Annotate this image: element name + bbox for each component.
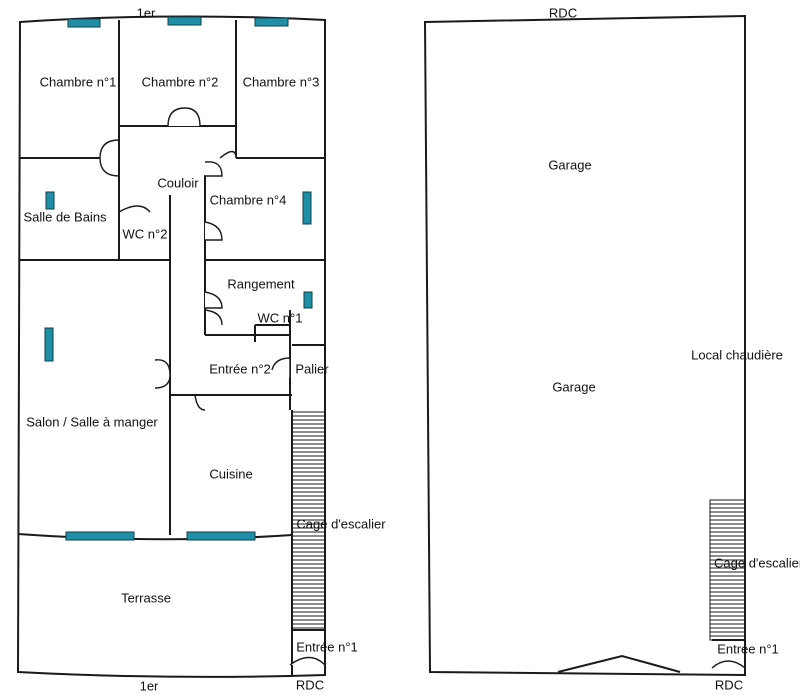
floor-rdc-top-label: RDC (548, 5, 578, 21)
room-entree1: Entrée n°1 (296, 639, 358, 655)
room-salle-de-bains: Salle de Bains (23, 209, 107, 225)
room-terrasse: Terrasse (121, 590, 171, 606)
window-bain (45, 191, 55, 210)
room-garage-top: Garage (548, 157, 592, 173)
room-garage-mid: Garage (552, 379, 596, 395)
room-wc2: WC n°2 (122, 226, 168, 242)
room-cuisine: Cuisine (209, 466, 253, 482)
floor-1er-rdc-label: RDC (295, 677, 325, 693)
room-wc1: WC n°1 (257, 310, 303, 326)
floor-1er-bottom-label: 1er (139, 678, 159, 694)
room-rangement: Rangement (227, 276, 295, 292)
floor-rdc-walls (423, 14, 746, 677)
room-palier: Palier (295, 361, 329, 377)
floor-rdc-doors (711, 660, 746, 669)
room-cage-escalier: Cage d'escalier (296, 516, 386, 532)
room-entree1-rdc: Entrée n°1 (717, 641, 779, 657)
room-chambre4: Chambre n°4 (209, 192, 287, 208)
window-salon (44, 327, 54, 362)
window-chambre3 (254, 17, 289, 27)
floor-rdc-bottom-label: RDC (714, 677, 744, 693)
room-chambre3: Chambre n°3 (242, 74, 320, 90)
room-salon: Salon / Salle à manger (26, 414, 158, 430)
window-chambre4 (302, 191, 312, 225)
floor-1er-doors (99, 107, 326, 666)
stairs-rdc (709, 499, 746, 641)
window-terrasse-1 (65, 531, 135, 541)
room-couloir: Couloir (157, 175, 199, 191)
room-local-chaudiere: Local chaudière (691, 347, 783, 363)
window-terrasse-2 (186, 531, 256, 541)
window-chambre1 (67, 18, 101, 28)
floor-1er-top-label: 1er (136, 5, 156, 21)
window-rangement (303, 291, 313, 309)
floor-1er-windows (44, 16, 313, 541)
room-entree2: Entrée n°2 (209, 361, 271, 377)
room-chambre2: Chambre n°2 (141, 74, 219, 90)
stairs-1er (291, 411, 326, 631)
room-chambre1: Chambre n°1 (39, 74, 117, 90)
room-cage-escalier-rdc: Cage d'escalier (714, 555, 800, 571)
window-chambre2 (167, 16, 202, 26)
